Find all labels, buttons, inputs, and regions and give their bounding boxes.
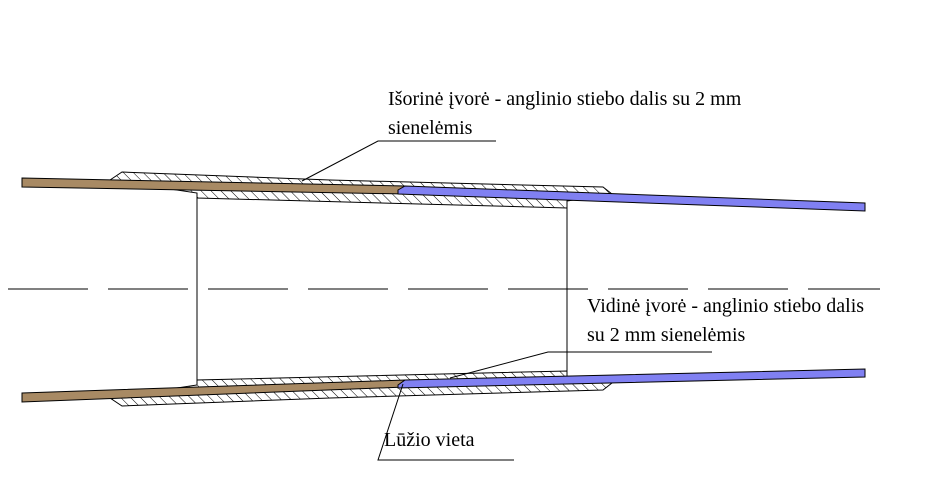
right-tube-top bbox=[397, 185, 866, 212]
inner-sleeve-label-line-1: Vidinė įvorė - anglinio stiebo dalis bbox=[587, 295, 865, 317]
outer-sleeve-label-line-1: Išorinė įvorė - anglinio stiebo dalis su… bbox=[388, 88, 742, 110]
outer-sleeve-label-line-2: sienelėmis bbox=[388, 117, 473, 139]
right-tube-bottom bbox=[397, 368, 866, 389]
break-point-label: Lūžio vieta bbox=[384, 429, 475, 451]
inner-sleeve-label-line-2: su 2 mm sienelėmis bbox=[587, 324, 746, 346]
outer-sleeve-leader bbox=[301, 140, 496, 182]
inner-sleeve-leader bbox=[449, 351, 712, 379]
break-point-leader bbox=[377, 383, 514, 461]
